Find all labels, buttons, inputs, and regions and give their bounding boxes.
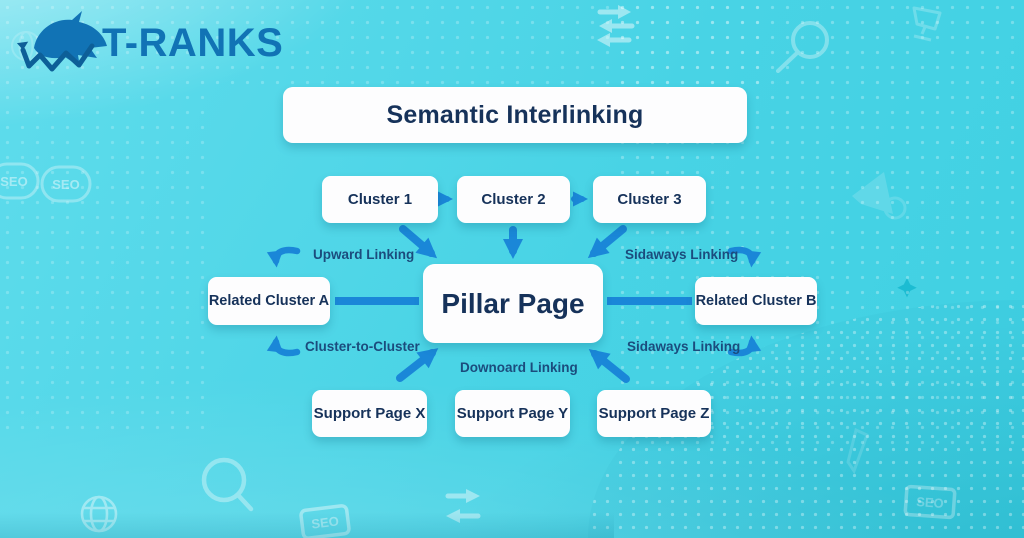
node-support-page-z: Support Page Z: [597, 390, 711, 437]
seo-pill-label: SEO: [0, 174, 27, 189]
node-support-page-y: Support Page Y: [455, 390, 570, 437]
diagram-title: Semantic Interlinking: [283, 87, 747, 143]
node-cluster-1: Cluster 1: [322, 176, 438, 223]
trophy-icon: [912, 6, 942, 42]
node-support-page-x: Support Page X: [312, 390, 427, 437]
brand-logo: T-RANKS: [10, 8, 283, 78]
pencil-icon: [846, 427, 869, 475]
edge-label-sideways-linking-top: Sidaways Linking: [625, 247, 739, 262]
node-cluster-3: Cluster 3: [593, 176, 706, 223]
edge-label-upward-linking: Upward Linking: [313, 247, 415, 262]
node-related-cluster-a: Related Cluster A: [208, 277, 330, 325]
halftone-dots-right: [615, 0, 1024, 452]
edge-label-sideways-linking-bottom: Sidaways Linking: [627, 339, 741, 354]
magnifier-icon: [776, 21, 829, 73]
brand-name: T-RANKS: [102, 20, 284, 65]
seo-tag-icon: SEO: [299, 504, 351, 538]
node-pillar-page: Pillar Page: [423, 264, 603, 343]
curved-arrow-into-relatedA-top: [266, 246, 301, 268]
arrow-supportZ-to-pillar: [588, 348, 630, 383]
svg-text:SEO: SEO: [311, 513, 340, 531]
globe-icon: [80, 495, 118, 533]
node-cluster-2: Cluster 2: [457, 176, 570, 223]
transfer-arrows-icon: [597, 5, 635, 47]
seo-box-icon: SEO: [903, 484, 957, 520]
sparkle-icon: [897, 278, 917, 298]
edge-label-cluster-to-cluster: Cluster-to-Cluster: [305, 339, 420, 354]
shark-trend-logo-icon: [11, 11, 107, 72]
seo-pill-label: SEO: [52, 177, 79, 192]
magnifier-icon: [201, 457, 254, 512]
svg-text:SEO: SEO: [916, 494, 944, 511]
arrow-supportX-to-pillar: [396, 348, 439, 382]
trend-arrow-icon: [16, 41, 95, 72]
swap-arrows-icon: [445, 489, 481, 523]
node-related-cluster-b: Related Cluster B: [695, 277, 817, 325]
seo-pill-icons: [0, 162, 92, 203]
curved-arrow-into-relatedA-bottom: [266, 335, 301, 357]
halftone-dots-left: [0, 90, 205, 440]
megaphone-icon: [852, 172, 907, 220]
edge-label-downward-linking: Downoard Linking: [460, 360, 578, 375]
arrow-cluster3-to-pillar: [587, 225, 627, 259]
